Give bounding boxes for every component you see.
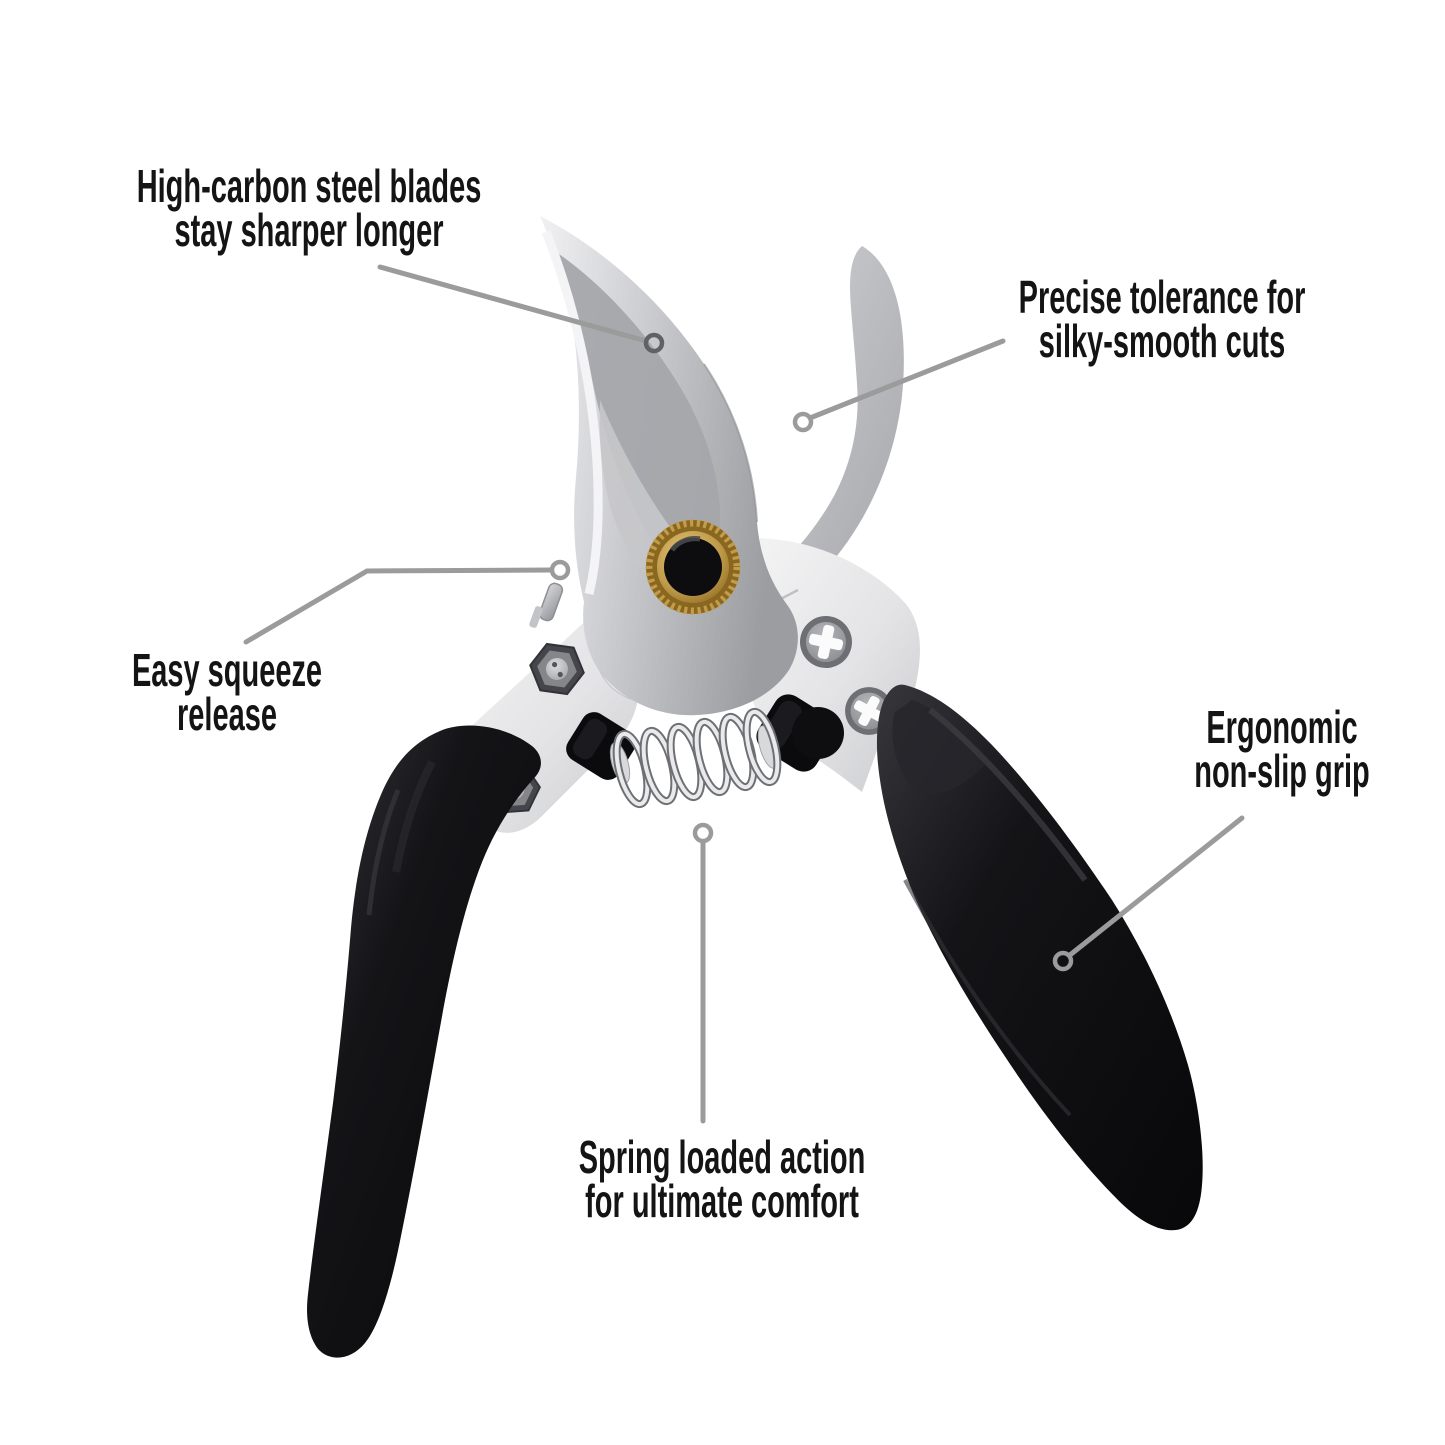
- callout-marker-grip: [1052, 950, 1074, 972]
- callout-label-spring-line2: for ultimate comfort: [585, 1175, 859, 1227]
- callout-line-tolerance: [792, 338, 1006, 433]
- callout-marker-blades: [643, 332, 665, 354]
- spring-assembly: [566, 694, 844, 809]
- callout-label-blades-line2: stay sharper longer: [174, 204, 444, 256]
- callout-label-release-line2: release: [177, 688, 277, 740]
- spring-coil: [612, 707, 782, 809]
- callout-label-tolerance: Precise tolerance for silky-smooth cuts: [1018, 271, 1306, 367]
- left-grip: [307, 725, 541, 1358]
- callout-label-tolerance-line1: Precise tolerance for: [1018, 271, 1306, 323]
- callout-label-tolerance-line2: silky-smooth cuts: [1038, 315, 1286, 367]
- callout-line-grip: [1052, 815, 1245, 972]
- callout-marker-spring: [692, 822, 714, 844]
- callout-label-release: Easy squeeze release: [131, 644, 323, 740]
- callout-marker-tolerance: [792, 411, 814, 433]
- callout-label-grip: Ergonomic non-slip grip: [1194, 701, 1370, 797]
- callout-marker-release: [549, 559, 571, 581]
- callout-label-grip-line1: Ergonomic: [1206, 701, 1358, 753]
- callout-label-blades: High-carbon steel blades stay sharper lo…: [136, 160, 482, 256]
- callout-label-release-line1: Easy squeeze: [131, 644, 323, 696]
- callout-leaders: [243, 264, 1245, 1124]
- phillips-screw-upper: [800, 616, 852, 668]
- callout-line-release: [243, 559, 571, 645]
- callout-label-spring-line1: Spring loaded action: [578, 1131, 866, 1183]
- hex-bolt-upper: [529, 642, 585, 696]
- release-latch: [529, 582, 564, 628]
- callout-label-blades-line1: High-carbon steel blades: [136, 160, 482, 212]
- callout-line-spring: [692, 822, 714, 1124]
- callout-label-grip-line2: non-slip grip: [1194, 745, 1370, 797]
- pivot-bolt: [645, 519, 741, 615]
- counter-blade: [744, 246, 904, 622]
- callout-label-spring: Spring loaded action for ultimate comfor…: [578, 1131, 866, 1227]
- right-grip: [876, 684, 1203, 1231]
- callout-line-blades: [377, 264, 665, 354]
